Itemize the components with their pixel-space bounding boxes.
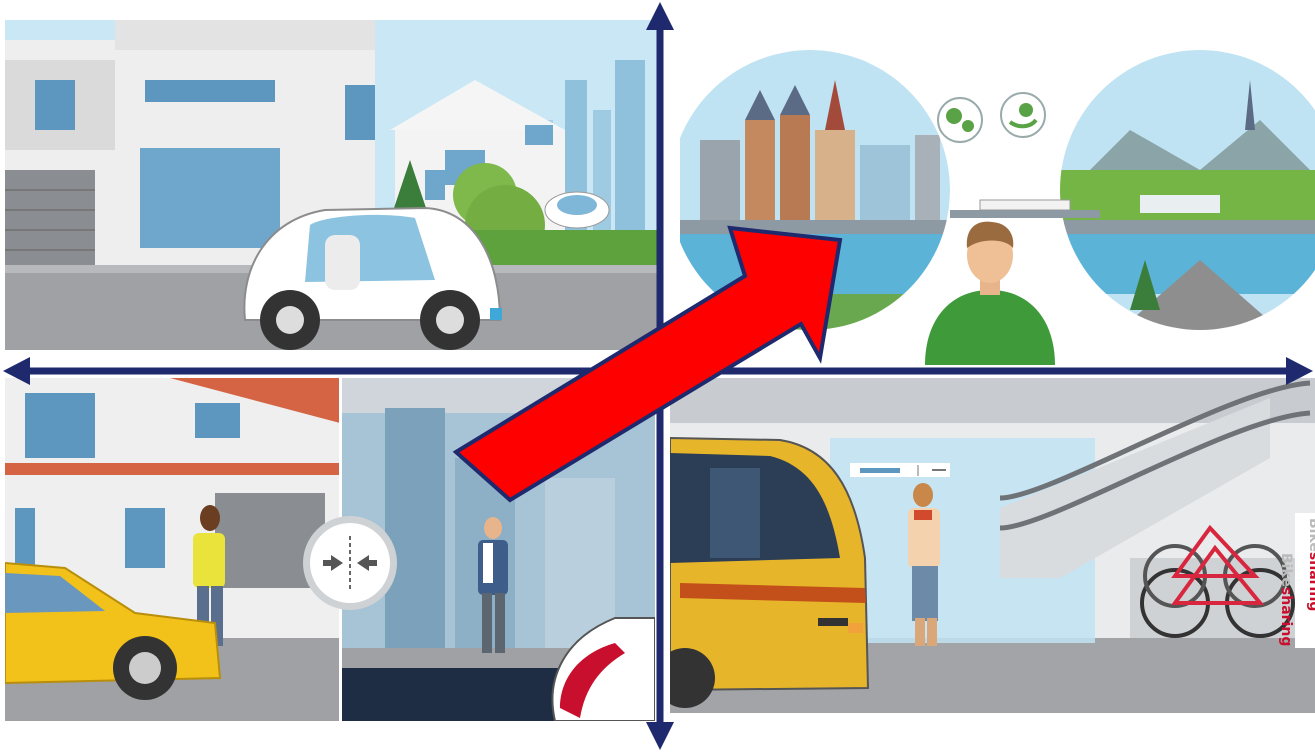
bike-rack-text: Bikesharing — [1278, 553, 1294, 646]
man-waiting — [478, 517, 508, 653]
residential-street-illustration — [5, 20, 658, 350]
car-and-train-illustration — [5, 378, 655, 721]
yellow-bus — [670, 436, 870, 708]
panel-top-right — [680, 20, 1315, 365]
bicycle — [1140, 524, 1295, 638]
woman-red-scarf — [908, 483, 940, 646]
panel-bottom-left — [5, 378, 655, 721]
axis-arrow-down-icon — [646, 722, 674, 750]
bike-sign-text: Bikesharing — [1306, 518, 1315, 611]
bus-station-illustration: Bikesharing Bikesharing — [670, 378, 1315, 713]
city-countryside-illustration — [680, 20, 1315, 365]
panel-bottom-right: Bikesharing Bikesharing — [670, 378, 1315, 713]
man-green-shirt — [925, 221, 1055, 365]
panel-top-left — [5, 20, 658, 350]
split-arrows-icon — [303, 516, 397, 610]
city-skyline — [700, 80, 940, 220]
